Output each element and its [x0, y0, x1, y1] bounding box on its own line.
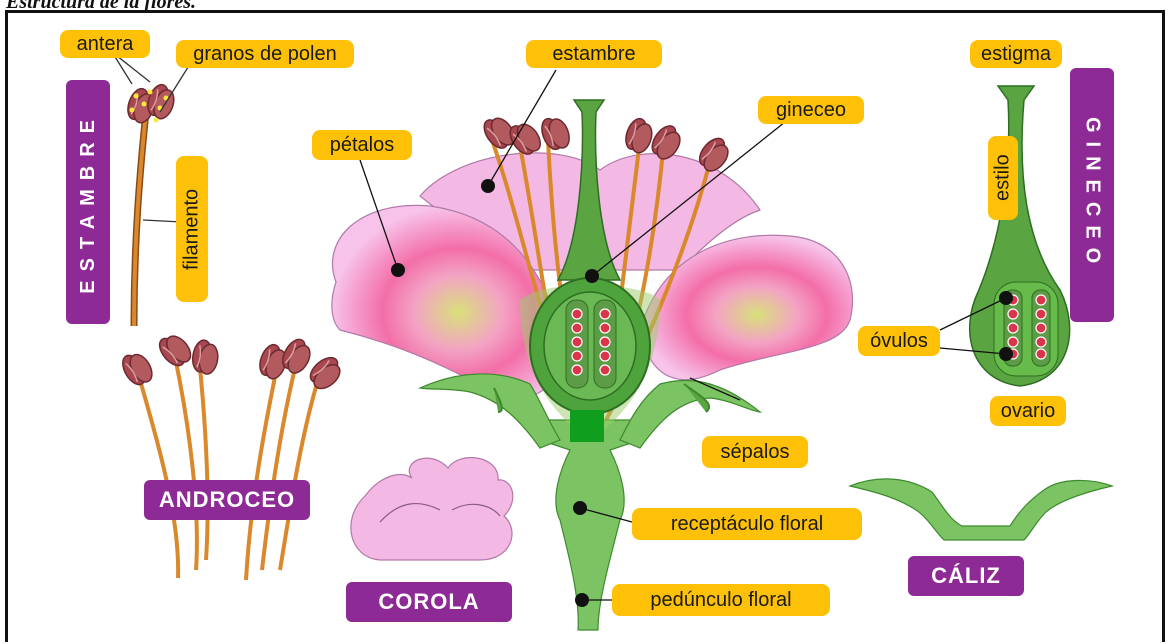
label-petalos: pétalos — [312, 130, 412, 160]
caliz-drawing — [850, 479, 1112, 540]
label-antera: antera — [60, 30, 150, 58]
label-estambre: estambre — [526, 40, 662, 68]
label-gineceo: gineceo — [758, 96, 864, 124]
label-pedunculo-floral: pedúnculo floral — [612, 584, 830, 616]
label-granos-de-polen: granos de polen — [176, 40, 354, 68]
label-receptaculo-floral: receptáculo floral — [632, 508, 862, 540]
group-label-corola: COROLA — [346, 582, 512, 622]
group-label-caliz: CÁLIZ — [908, 556, 1024, 596]
group-label-gineceo: GINECEO — [1070, 68, 1114, 322]
gineceo-drawing — [940, 86, 1070, 386]
label-estilo: estilo — [988, 136, 1018, 220]
group-label-estambre: ESTAMBRE — [66, 80, 110, 324]
label-estigma: estigma — [970, 40, 1062, 68]
corola-drawing — [351, 458, 513, 560]
androceo-drawing — [118, 329, 346, 580]
label-ovario: ovario — [990, 396, 1066, 426]
label-filamento: filamento — [176, 156, 208, 302]
label-sepalos: sépalos — [702, 436, 808, 468]
label-ovulos: óvulos — [858, 326, 940, 356]
group-label-androceo: ANDROCEO — [144, 480, 310, 520]
